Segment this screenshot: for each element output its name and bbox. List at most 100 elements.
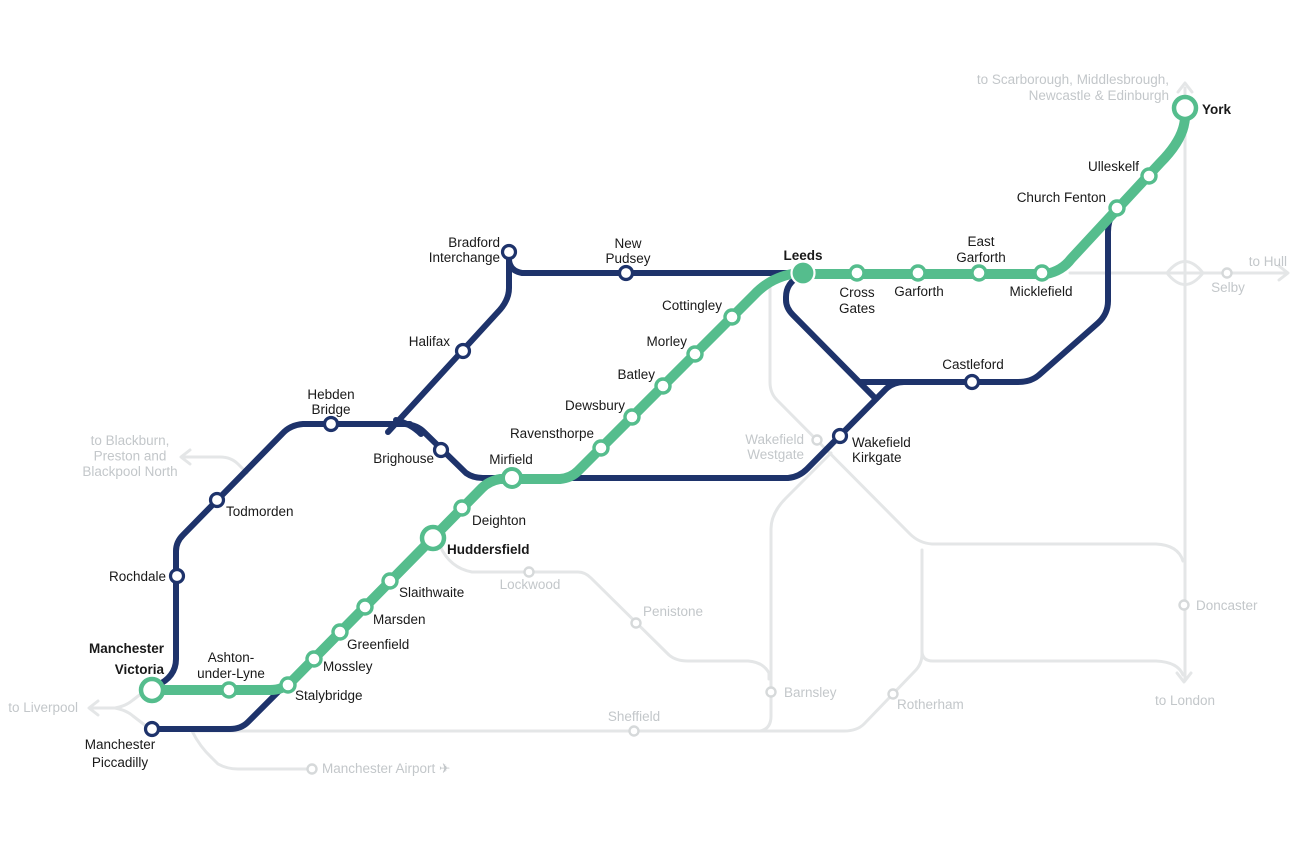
gray-line-manchester-airport — [190, 729, 311, 771]
station-marker-icon — [592, 439, 610, 457]
station-label-line: Newcastle & Edinburgh — [1029, 88, 1169, 103]
station-brighouse: Brighouse — [373, 441, 450, 466]
station-label-line: New — [614, 236, 641, 251]
station-label-line: Mirfield — [489, 452, 533, 467]
station-rotherham: Rotherham — [887, 688, 964, 712]
station-label-line: York — [1202, 102, 1232, 117]
station-label-line: Interchange — [429, 250, 500, 265]
station-marker-icon — [1178, 599, 1190, 611]
station-leeds: Leeds — [783, 248, 823, 286]
station-label-line: Brighouse — [373, 451, 434, 466]
station-label-line: Ravensthorpe — [510, 426, 594, 441]
station-label-line: Huddersfield — [447, 542, 530, 557]
station-marker-icon — [831, 427, 849, 445]
navy-line-brighouse — [402, 421, 523, 481]
station-marker-icon — [765, 686, 777, 698]
station-label-line: Morley — [646, 334, 687, 349]
gray-line-leeds-doncaster — [768, 279, 1185, 563]
station-dewsbury: Dewsbury — [565, 398, 641, 426]
arrow-to-blackburn-icon — [179, 448, 192, 466]
station-label-line: to Hull — [1249, 254, 1287, 269]
navy-line-piccadilly-stalybridge — [149, 683, 287, 732]
direction-label-to-liverpool: to Liverpool — [8, 700, 78, 715]
station-label-line: Bridge — [311, 402, 350, 417]
station-garforth: Garforth — [894, 264, 944, 299]
direction-labels: to Scarborough, Middlesbrough,Newcastle … — [8, 72, 1287, 715]
station-label-line: Manchester Airport ✈ — [322, 761, 450, 776]
station-label-line: Penistone — [643, 604, 703, 619]
arrow-to-liverpool-icon — [87, 699, 100, 717]
station-label-line: Greenfield — [347, 637, 409, 652]
station-marker-icon — [623, 408, 641, 426]
station-label-line: Blackpool North — [82, 464, 177, 479]
station-label-line: Castleford — [942, 357, 1004, 372]
station-label-line: Selby — [1211, 280, 1245, 295]
station-label-line: Westgate — [747, 447, 804, 462]
station-label-line: Ashton- — [208, 650, 255, 665]
station-slaithwaite: Slaithwaite — [381, 572, 464, 600]
station-marker-icon — [887, 688, 899, 700]
arrow-to-london-icon — [1175, 671, 1193, 684]
navy-line-leeds-south — [783, 273, 879, 402]
station-selby: Selby — [1211, 267, 1245, 295]
station-marker-icon — [963, 373, 981, 391]
station-label-line: Cross — [839, 285, 875, 300]
station-marker-icon — [138, 676, 166, 704]
station-label-line: Kirkgate — [852, 450, 902, 465]
station-marker-icon — [523, 566, 535, 578]
station-halifax: Halifax — [409, 334, 472, 360]
station-marker-icon — [1140, 167, 1158, 185]
station-marker-icon — [970, 264, 988, 282]
station-label-line: Bradford — [448, 235, 500, 250]
station-label-line: Sheffield — [608, 709, 660, 724]
station-label-line: to Liverpool — [8, 700, 78, 715]
station-label-line: Wakefield — [745, 432, 804, 447]
station-label-line: Manchester — [85, 737, 156, 752]
station-morley: Morley — [646, 334, 704, 363]
gray-junction-diamond-york — [1165, 260, 1205, 286]
direction-label-to-hull: to Hull — [1249, 254, 1287, 269]
station-label-line: Deighton — [472, 513, 526, 528]
station-marsden: Marsden — [356, 598, 426, 627]
station-marker-icon — [617, 264, 635, 282]
station-label-line: Lockwood — [500, 577, 561, 592]
navy-line-calder-valley — [153, 421, 413, 689]
navy-line-bradford-leeds — [506, 252, 803, 276]
station-marker-icon — [501, 467, 523, 489]
station-marker-icon — [305, 650, 323, 668]
station-marker-icon — [790, 260, 816, 286]
station-label-line: Pudsey — [605, 251, 650, 266]
station-marker-icon — [143, 720, 161, 738]
station-marker-icon — [419, 524, 447, 552]
station-manchester-airport: Manchester Airport ✈ — [306, 761, 450, 776]
gray-line-to-liverpool — [90, 688, 148, 728]
station-mirfield: Mirfield — [489, 452, 533, 489]
station-label-line: Gates — [839, 301, 875, 316]
station-ravensthorpe: Ravensthorpe — [510, 426, 610, 457]
station-penistone: Penistone — [630, 604, 703, 629]
station-label-line: Wakefield — [852, 435, 911, 450]
station-barnsley: Barnsley — [765, 685, 837, 700]
station-batley: Batley — [617, 367, 672, 395]
station-marker-icon — [208, 491, 226, 509]
station-marker-icon — [630, 617, 642, 629]
station-mossley: Mossley — [305, 650, 373, 674]
station-label-line: Micklefield — [1009, 284, 1072, 299]
station-marker-icon — [909, 264, 927, 282]
station-label-line: to Blackburn, — [91, 433, 170, 448]
station-label-line: Slaithwaite — [399, 585, 464, 600]
station-todmorden: Todmorden — [208, 491, 294, 519]
station-label-line: Cottingley — [662, 298, 722, 313]
station-label-line: Batley — [617, 367, 655, 382]
station-cottingley: Cottingley — [662, 298, 741, 326]
